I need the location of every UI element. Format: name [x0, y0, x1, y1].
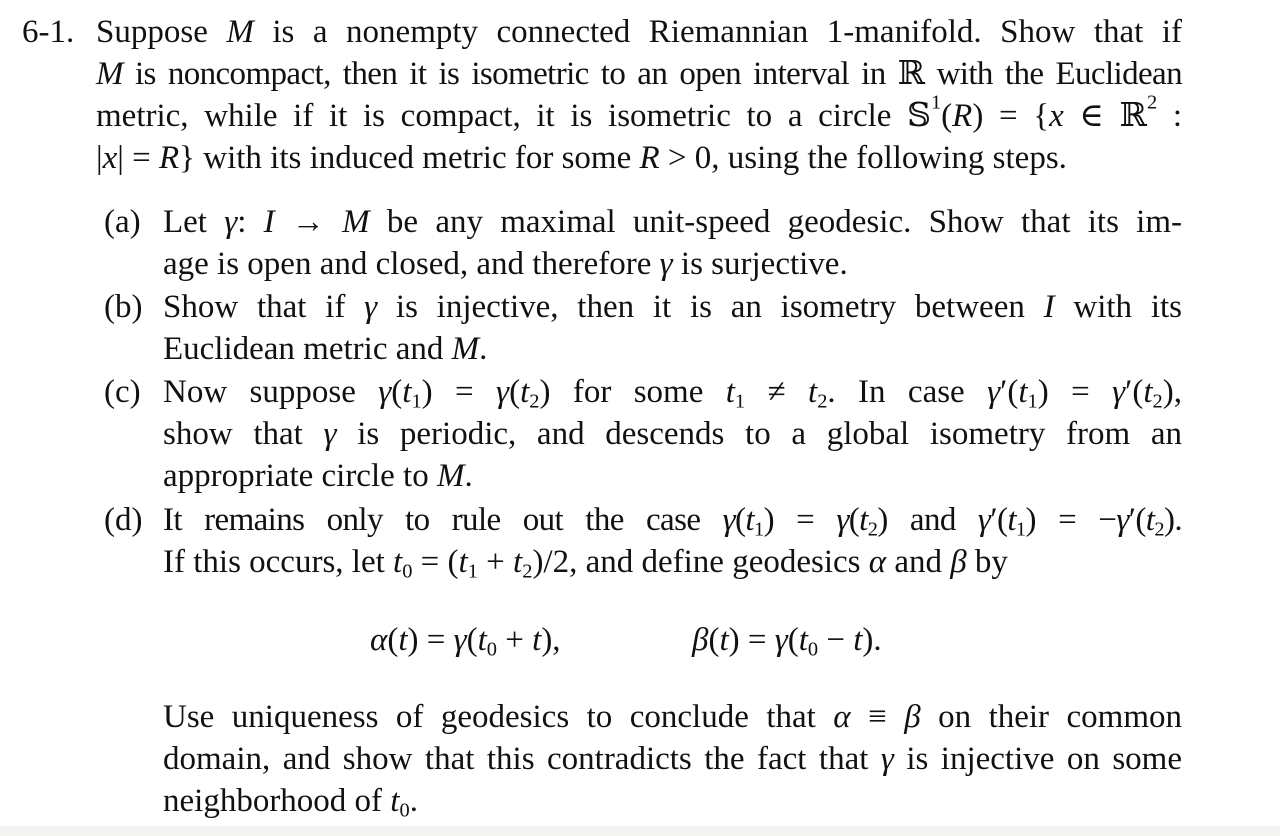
math-symbol: t [532, 622, 542, 658]
math-symbol: x [1049, 98, 1064, 134]
part-d-after-line-2: domain, and show that this contradicts t… [163, 741, 1182, 777]
math-symbol: t [1007, 502, 1016, 538]
math-symbol: M [342, 204, 370, 240]
math-symbol: M [226, 14, 254, 50]
math-symbol: t [745, 502, 754, 538]
math-symbol: γ [453, 622, 467, 658]
subscript: 2 [1152, 390, 1163, 413]
part-c-line-1: Now suppose γ(t1) = γ(t2) for some t1 ≠ … [163, 374, 1182, 413]
subscript: 2 [867, 518, 878, 541]
math-symbol: α [370, 622, 388, 658]
part-a-line-1: Let γ: I → M be any maximal unit-speed g… [163, 204, 1182, 240]
math-symbol: α [833, 699, 851, 735]
math-symbol: M [436, 458, 465, 494]
math-symbol: β [950, 544, 967, 580]
math-symbol: M [451, 331, 480, 367]
math-symbol: γ [378, 374, 392, 410]
math-symbol: γ [987, 374, 1001, 410]
math-symbol: β [904, 699, 921, 735]
part-d-label: (d) [104, 502, 143, 538]
subscript: 1 [753, 518, 764, 541]
display-equation-beta: β(t) = γ(t0 − t). [692, 622, 882, 661]
subscript: 1 [411, 390, 422, 413]
part-b-line-2: Euclidean metric and M. [163, 331, 488, 367]
math-symbol: t [719, 622, 729, 658]
subscript: 2 [1154, 518, 1164, 541]
math-symbol: R [639, 140, 660, 176]
math-symbol: I [263, 204, 275, 240]
subscript: 1 [734, 390, 746, 413]
subscript: 2 [522, 560, 533, 583]
part-a-label: (a) [104, 204, 141, 240]
superscript: 2 [1146, 91, 1158, 114]
page-bottom-edge [0, 826, 1280, 836]
math-symbol: γ [659, 246, 673, 282]
intro-line-1: Suppose M is a nonempty connected Rieman… [96, 14, 1183, 50]
math-symbol: t [458, 544, 468, 580]
subscript: 2 [529, 390, 540, 413]
math-symbol: γ [774, 622, 788, 658]
part-c-line-3: appropriate circle to M. [163, 458, 473, 494]
math-symbol: t [513, 544, 523, 580]
exercise-number: 6-1. [22, 14, 75, 50]
part-d-line-1: It remains only to rule out the case γ(t… [163, 502, 1183, 541]
part-d-line-2: If this occurs, let t0 = (t1 + t2)/2, an… [163, 544, 1008, 583]
part-c-label: (c) [104, 374, 141, 410]
subscript: 0 [399, 799, 410, 822]
intro-line-2: M is noncompact, then it is isometric to… [96, 56, 1183, 92]
subscript: 0 [402, 560, 413, 583]
math-symbol: α [868, 544, 887, 580]
subscript: 1 [1015, 518, 1026, 541]
math-symbol: t [402, 374, 412, 410]
math-symbol: γ [977, 502, 991, 538]
math-symbol: t [1143, 374, 1153, 410]
math-symbol: γ [1116, 502, 1129, 538]
superscript: 1 [930, 91, 942, 114]
part-b-line-1: Show that if γ is injective, then it is … [163, 289, 1182, 325]
math-symbol: t [853, 622, 863, 658]
math-symbol: γ [323, 416, 337, 452]
math-symbol: γ [224, 204, 238, 240]
part-b-label: (b) [104, 289, 143, 325]
part-c-line-2: show that γ is periodic, and descends to… [163, 416, 1182, 452]
intro-line-4: |x| = R} with its induced metric for som… [96, 140, 1067, 176]
display-equation-alpha: α(t) = γ(t0 + t), [370, 622, 561, 661]
math-symbol: t [725, 374, 735, 410]
math-symbol: γ [880, 741, 894, 777]
math-symbol: γ [496, 374, 510, 410]
math-symbol: t [1018, 374, 1028, 410]
intro-line-3: metric, while if it is compact, it is is… [96, 91, 1183, 134]
math-symbol: x [102, 140, 118, 176]
math-symbol: β [692, 622, 709, 658]
math-symbol: M [96, 56, 123, 92]
math-symbol: γ [722, 502, 736, 538]
part-d-after-line-3: neighborhood of t0. [163, 783, 418, 822]
math-symbol: I [1043, 289, 1055, 325]
math-symbol: t [390, 783, 400, 819]
math-symbol: t [393, 544, 403, 580]
math-symbol: R [158, 140, 180, 176]
math-symbol: t [1145, 502, 1155, 538]
subscript: 1 [1027, 390, 1038, 413]
math-symbol: R [952, 98, 973, 134]
math-symbol: t [398, 622, 408, 658]
math-symbol: γ [836, 502, 849, 538]
subscript: 0 [807, 638, 819, 661]
math-symbol: t [859, 502, 868, 538]
subscript: 0 [486, 638, 498, 661]
math-symbol: t [808, 374, 818, 410]
part-d-after-line-1: Use uniqueness of geodesics to conclude … [163, 699, 1182, 735]
subscript: 1 [467, 560, 478, 583]
subscript: 2 [817, 390, 828, 413]
math-symbol: t [477, 622, 487, 658]
part-a-line-2: age is open and closed, and therefore γ … [163, 246, 848, 282]
math-symbol: γ [364, 289, 378, 325]
math-symbol: t [798, 622, 808, 658]
math-symbol: γ [1112, 374, 1126, 410]
math-symbol: t [520, 374, 530, 410]
